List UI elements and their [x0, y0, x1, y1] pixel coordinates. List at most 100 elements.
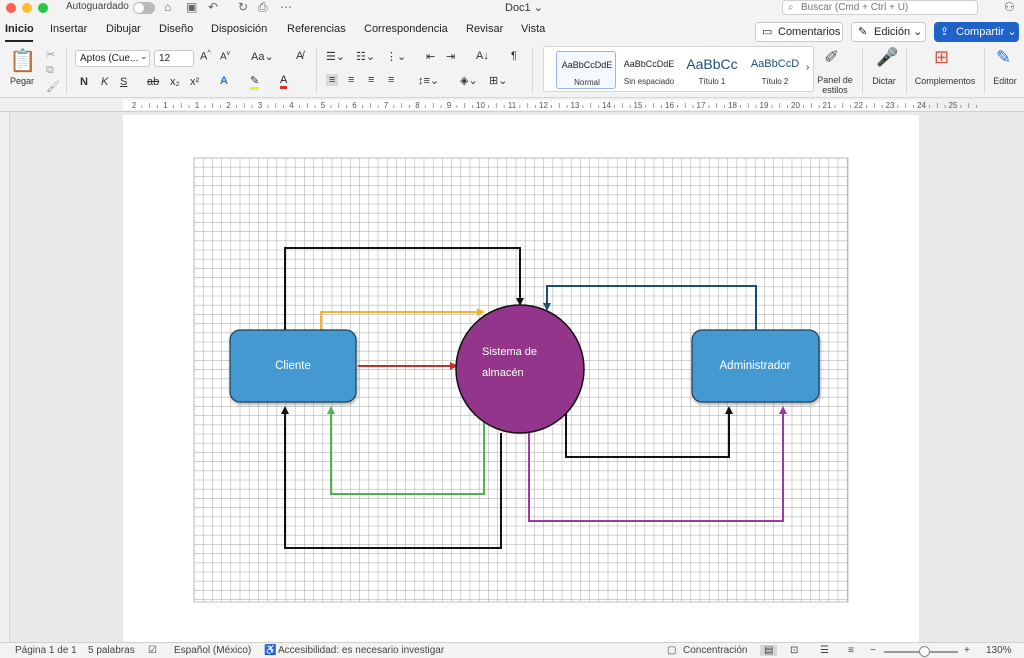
addins-icon[interactable]: ⊞: [934, 47, 950, 67]
close-window-button[interactable]: [6, 3, 16, 13]
arrow-sistema-to-admin-purple[interactable]: [528, 406, 787, 522]
tab-referencias[interactable]: Referencias: [287, 23, 346, 35]
increase-indent-icon[interactable]: ⇥: [446, 51, 456, 63]
grow-font-icon[interactable]: A^: [200, 50, 211, 63]
tab-revisar[interactable]: Revisar: [466, 23, 504, 35]
align-left-icon[interactable]: ≡: [326, 74, 339, 86]
comments-button[interactable]: ▭ Comentarios: [755, 22, 843, 42]
style-titulo-1[interactable]: AaBbCc Título 1: [682, 51, 742, 89]
change-case-icon[interactable]: Aa⌄: [251, 51, 274, 63]
copy-icon[interactable]: ⧉: [46, 64, 54, 76]
tab-inicio[interactable]: Inicio: [5, 23, 34, 35]
language-status[interactable]: Español (México): [174, 645, 252, 656]
style-sin-espaciado[interactable]: AaBbCcDdE Sin espaciado: [619, 51, 679, 89]
home-icon[interactable]: ⌂: [164, 0, 172, 14]
numbering-icon[interactable]: ☷⌄: [356, 51, 376, 63]
line-spacing-icon[interactable]: ↕≡⌄: [418, 75, 440, 87]
cliente-box[interactable]: [229, 329, 357, 403]
strikethrough-button[interactable]: ab: [147, 76, 160, 88]
proofing-icon[interactable]: ☑: [148, 645, 157, 656]
document-page[interactable]: Cliente Sistema de almacén Administrador: [123, 115, 919, 642]
share-button[interactable]: ⇪ Compartir ⌄: [934, 22, 1019, 42]
paste-label[interactable]: Pegar: [9, 76, 35, 86]
multilevel-list-icon[interactable]: ⋮⌄: [386, 51, 407, 63]
chevron-right-icon[interactable]: ›: [806, 62, 810, 73]
document-title[interactable]: Doc1 ⌄: [505, 2, 543, 14]
italic-button[interactable]: K: [101, 76, 109, 88]
arrow-cliente-to-sistema-orange[interactable]: [320, 308, 485, 330]
format-painter-icon[interactable]: 🖌: [46, 81, 60, 93]
diagram-canvas[interactable]: Cliente Sistema de almacén Administrador: [123, 115, 919, 642]
borders-icon[interactable]: ⊞⌄: [489, 75, 508, 87]
text-effects-icon[interactable]: A: [220, 75, 228, 87]
more-icon[interactable]: ⋯: [280, 0, 292, 14]
vertical-ruler[interactable]: [0, 112, 10, 642]
dictate-label[interactable]: Dictar: [872, 76, 896, 86]
zoom-level[interactable]: 130%: [986, 645, 1012, 656]
subscript-button[interactable]: x₂: [170, 76, 180, 88]
node-cliente[interactable]: Cliente: [229, 329, 357, 403]
redo-icon[interactable]: ↻: [238, 0, 249, 14]
web-layout-icon[interactable]: ⊡: [790, 645, 799, 656]
editing-button[interactable]: ✎ Edición ⌄: [851, 22, 926, 42]
bullets-icon[interactable]: ☰⌄: [326, 51, 346, 63]
superscript-button[interactable]: x²: [190, 76, 200, 88]
zoom-in-icon[interactable]: +: [964, 645, 970, 656]
word-count[interactable]: 5 palabras: [88, 645, 135, 656]
print-layout-icon[interactable]: ▤: [760, 645, 778, 656]
style-titulo-2[interactable]: AaBbCcD Título 2: [745, 51, 805, 89]
zoom-slider-thumb[interactable]: [919, 646, 930, 657]
page-count[interactable]: Página 1 de 1: [15, 645, 77, 656]
arrow-sistema-to-cliente-green[interactable]: [327, 406, 485, 495]
tab-diseno[interactable]: Diseño: [159, 23, 194, 35]
decrease-indent-icon[interactable]: ⇤: [426, 51, 436, 63]
microphone-icon[interactable]: 🎤: [876, 47, 899, 67]
focus-mode[interactable]: Concentración: [683, 645, 748, 656]
accessibility-status[interactable]: Accesibilidad: es necesario investigar: [278, 645, 445, 656]
search-input[interactable]: ⌕ Buscar (Cmd + Ctrl + U): [782, 0, 978, 15]
save-icon[interactable]: ▣: [186, 0, 198, 14]
arrow-cliente-to-sistema-top[interactable]: [284, 247, 524, 330]
pilcrow-icon[interactable]: ¶: [511, 50, 517, 62]
font-size-select[interactable]: 12: [154, 50, 194, 67]
tab-disposicion[interactable]: Disposición: [211, 23, 268, 35]
minimize-window-button[interactable]: [22, 3, 32, 13]
align-right-icon[interactable]: ≡: [368, 74, 375, 86]
styles-pane-icon[interactable]: ✐: [824, 47, 840, 67]
tab-insertar[interactable]: Insertar: [50, 23, 88, 35]
zoom-window-button[interactable]: [38, 3, 48, 13]
highlight-icon[interactable]: ✎: [250, 74, 260, 90]
align-center-icon[interactable]: ≡: [348, 74, 355, 86]
accessibility-icon[interactable]: ♿: [264, 645, 277, 656]
sort-icon[interactable]: A↓: [476, 50, 489, 62]
arrow-sistema-to-admin-black[interactable]: [565, 406, 733, 458]
tab-dibujar[interactable]: Dibujar: [106, 23, 141, 35]
style-normal[interactable]: AaBbCcDdE Normal: [556, 51, 616, 89]
addins-label[interactable]: Complementos: [914, 76, 976, 86]
administrador-box[interactable]: [691, 329, 820, 403]
node-sistema[interactable]: Sistema de almacén: [455, 304, 585, 434]
autosave-toggle[interactable]: [133, 2, 155, 14]
editor-label[interactable]: Editor: [993, 76, 1017, 86]
node-administrador[interactable]: Administrador: [691, 329, 820, 403]
print-icon[interactable]: ⎙: [258, 0, 268, 14]
justify-icon[interactable]: ≡: [388, 74, 395, 86]
tab-vista[interactable]: Vista: [521, 23, 546, 35]
arrow-admin-to-sistema-navy[interactable]: [543, 285, 757, 330]
draft-view-icon[interactable]: ≡: [848, 645, 854, 656]
shading-icon[interactable]: ◈⌄: [460, 75, 478, 87]
sistema-circle[interactable]: [455, 304, 585, 434]
clipboard-icon[interactable]: 📋: [9, 48, 37, 73]
undo-icon[interactable]: ↶: [208, 0, 219, 14]
font-name-select[interactable]: Aptos (Cue...: [75, 50, 150, 67]
bold-button[interactable]: N: [80, 76, 88, 88]
account-icon[interactable]: ⚇: [1004, 0, 1015, 14]
styles-pane-label[interactable]: Panel de estilos: [817, 75, 853, 95]
focus-icon[interactable]: ▢: [667, 645, 677, 656]
clear-format-icon[interactable]: A̸: [296, 50, 304, 62]
editor-icon[interactable]: ✎: [996, 47, 1012, 67]
underline-button[interactable]: S: [120, 76, 128, 88]
shrink-font-icon[interactable]: Av: [220, 50, 231, 63]
font-color-icon[interactable]: A: [280, 74, 288, 89]
zoom-out-icon[interactable]: −: [870, 645, 876, 656]
